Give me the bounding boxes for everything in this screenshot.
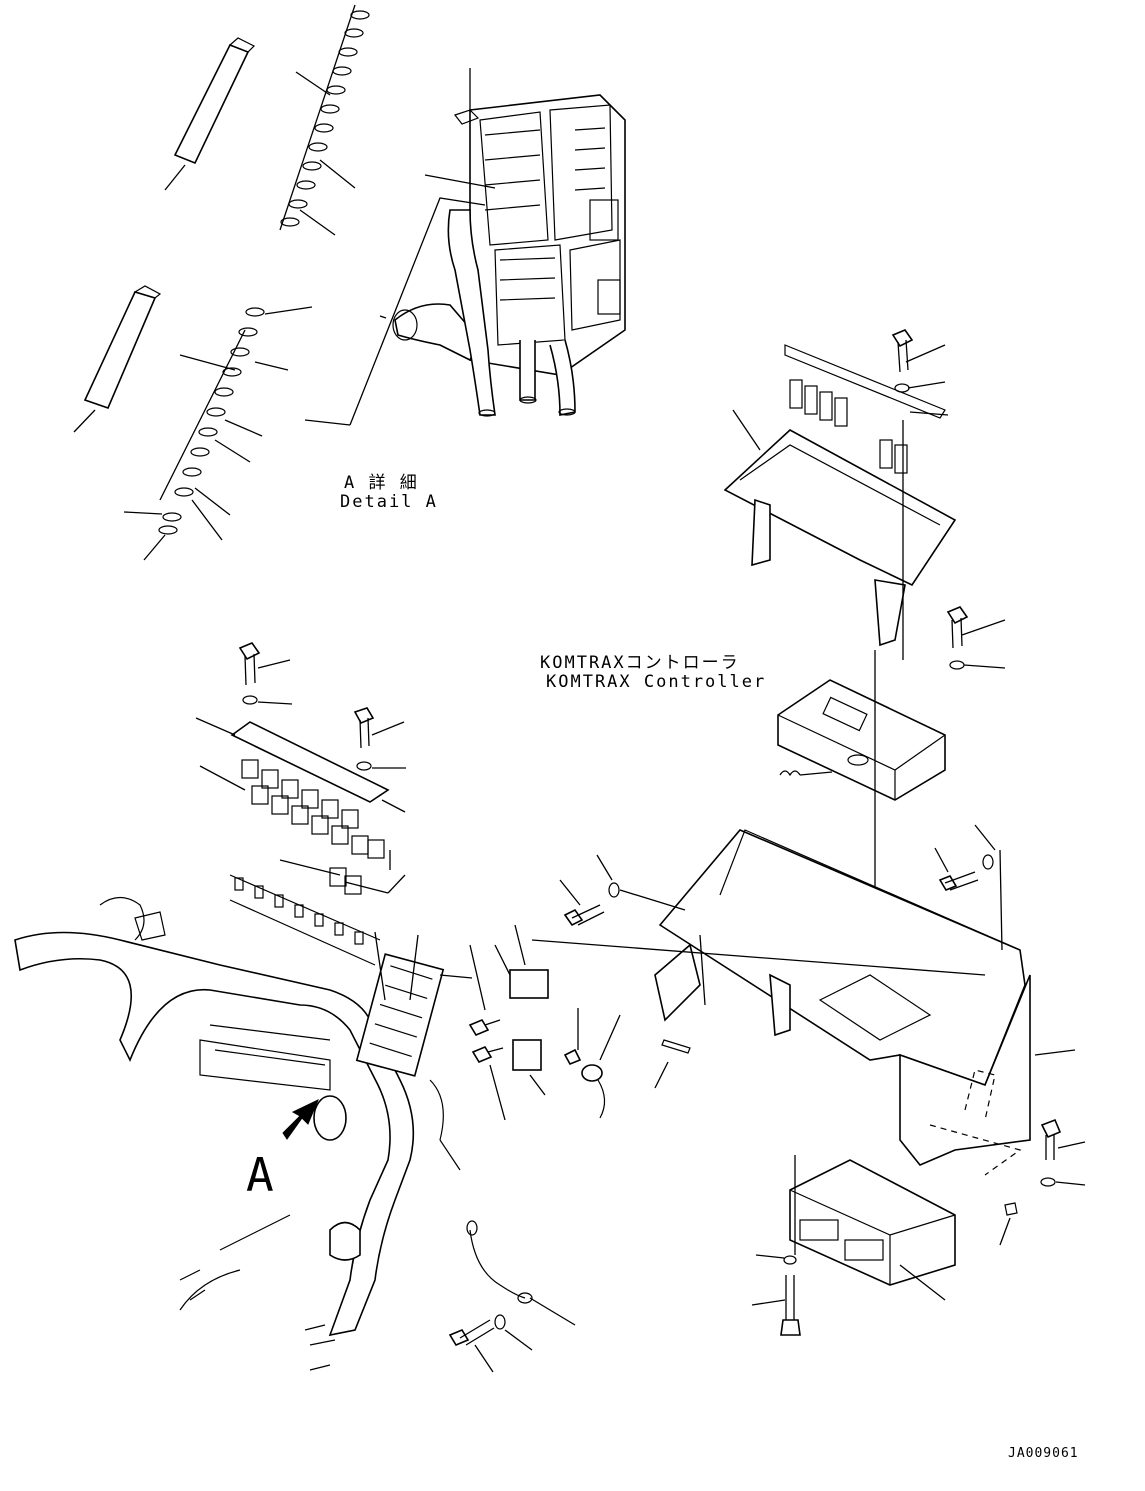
main-tray-bracket (531, 824, 1076, 1176)
relay-bolts (238, 642, 406, 771)
relay-units-small (468, 924, 549, 1121)
upper-bracket (723, 344, 957, 647)
bolt-upper-right (891, 329, 949, 660)
bolt-lower-right (999, 1118, 1086, 1246)
sensor-connector (563, 1008, 621, 1119)
komtrax-controller-label-en: KOMTRAX Controller (546, 672, 767, 692)
terminal-strip-upper (279, 4, 370, 236)
drawing-number: JA009061 (1008, 1446, 1079, 1461)
view-arrow (282, 1098, 319, 1140)
bolt-controller-bottom (751, 1254, 801, 1336)
main-wiring-harness (14, 874, 473, 1371)
connector-cover-lower (73, 285, 162, 433)
relay-block (199, 759, 406, 895)
connector-cover-upper (164, 37, 256, 191)
engine-controller-unit (789, 1155, 956, 1301)
detail-a-label-jp: A 詳 細 (344, 473, 419, 493)
bolt-controller-right (946, 606, 1006, 670)
terminal-strip-lower (123, 306, 313, 561)
detail-a-label-en: Detail A (340, 492, 438, 512)
ground-cable (448, 1220, 576, 1373)
detail-a-harness (304, 68, 626, 426)
spring-clip (779, 770, 833, 777)
view-a-letter: A (246, 1148, 274, 1202)
relay-bracket (195, 717, 406, 813)
bolt-tray-top (934, 847, 994, 891)
bolt-middle-left (559, 854, 686, 927)
komtrax-controller-label-jp: KOMTRAXコントローラ (540, 653, 740, 673)
